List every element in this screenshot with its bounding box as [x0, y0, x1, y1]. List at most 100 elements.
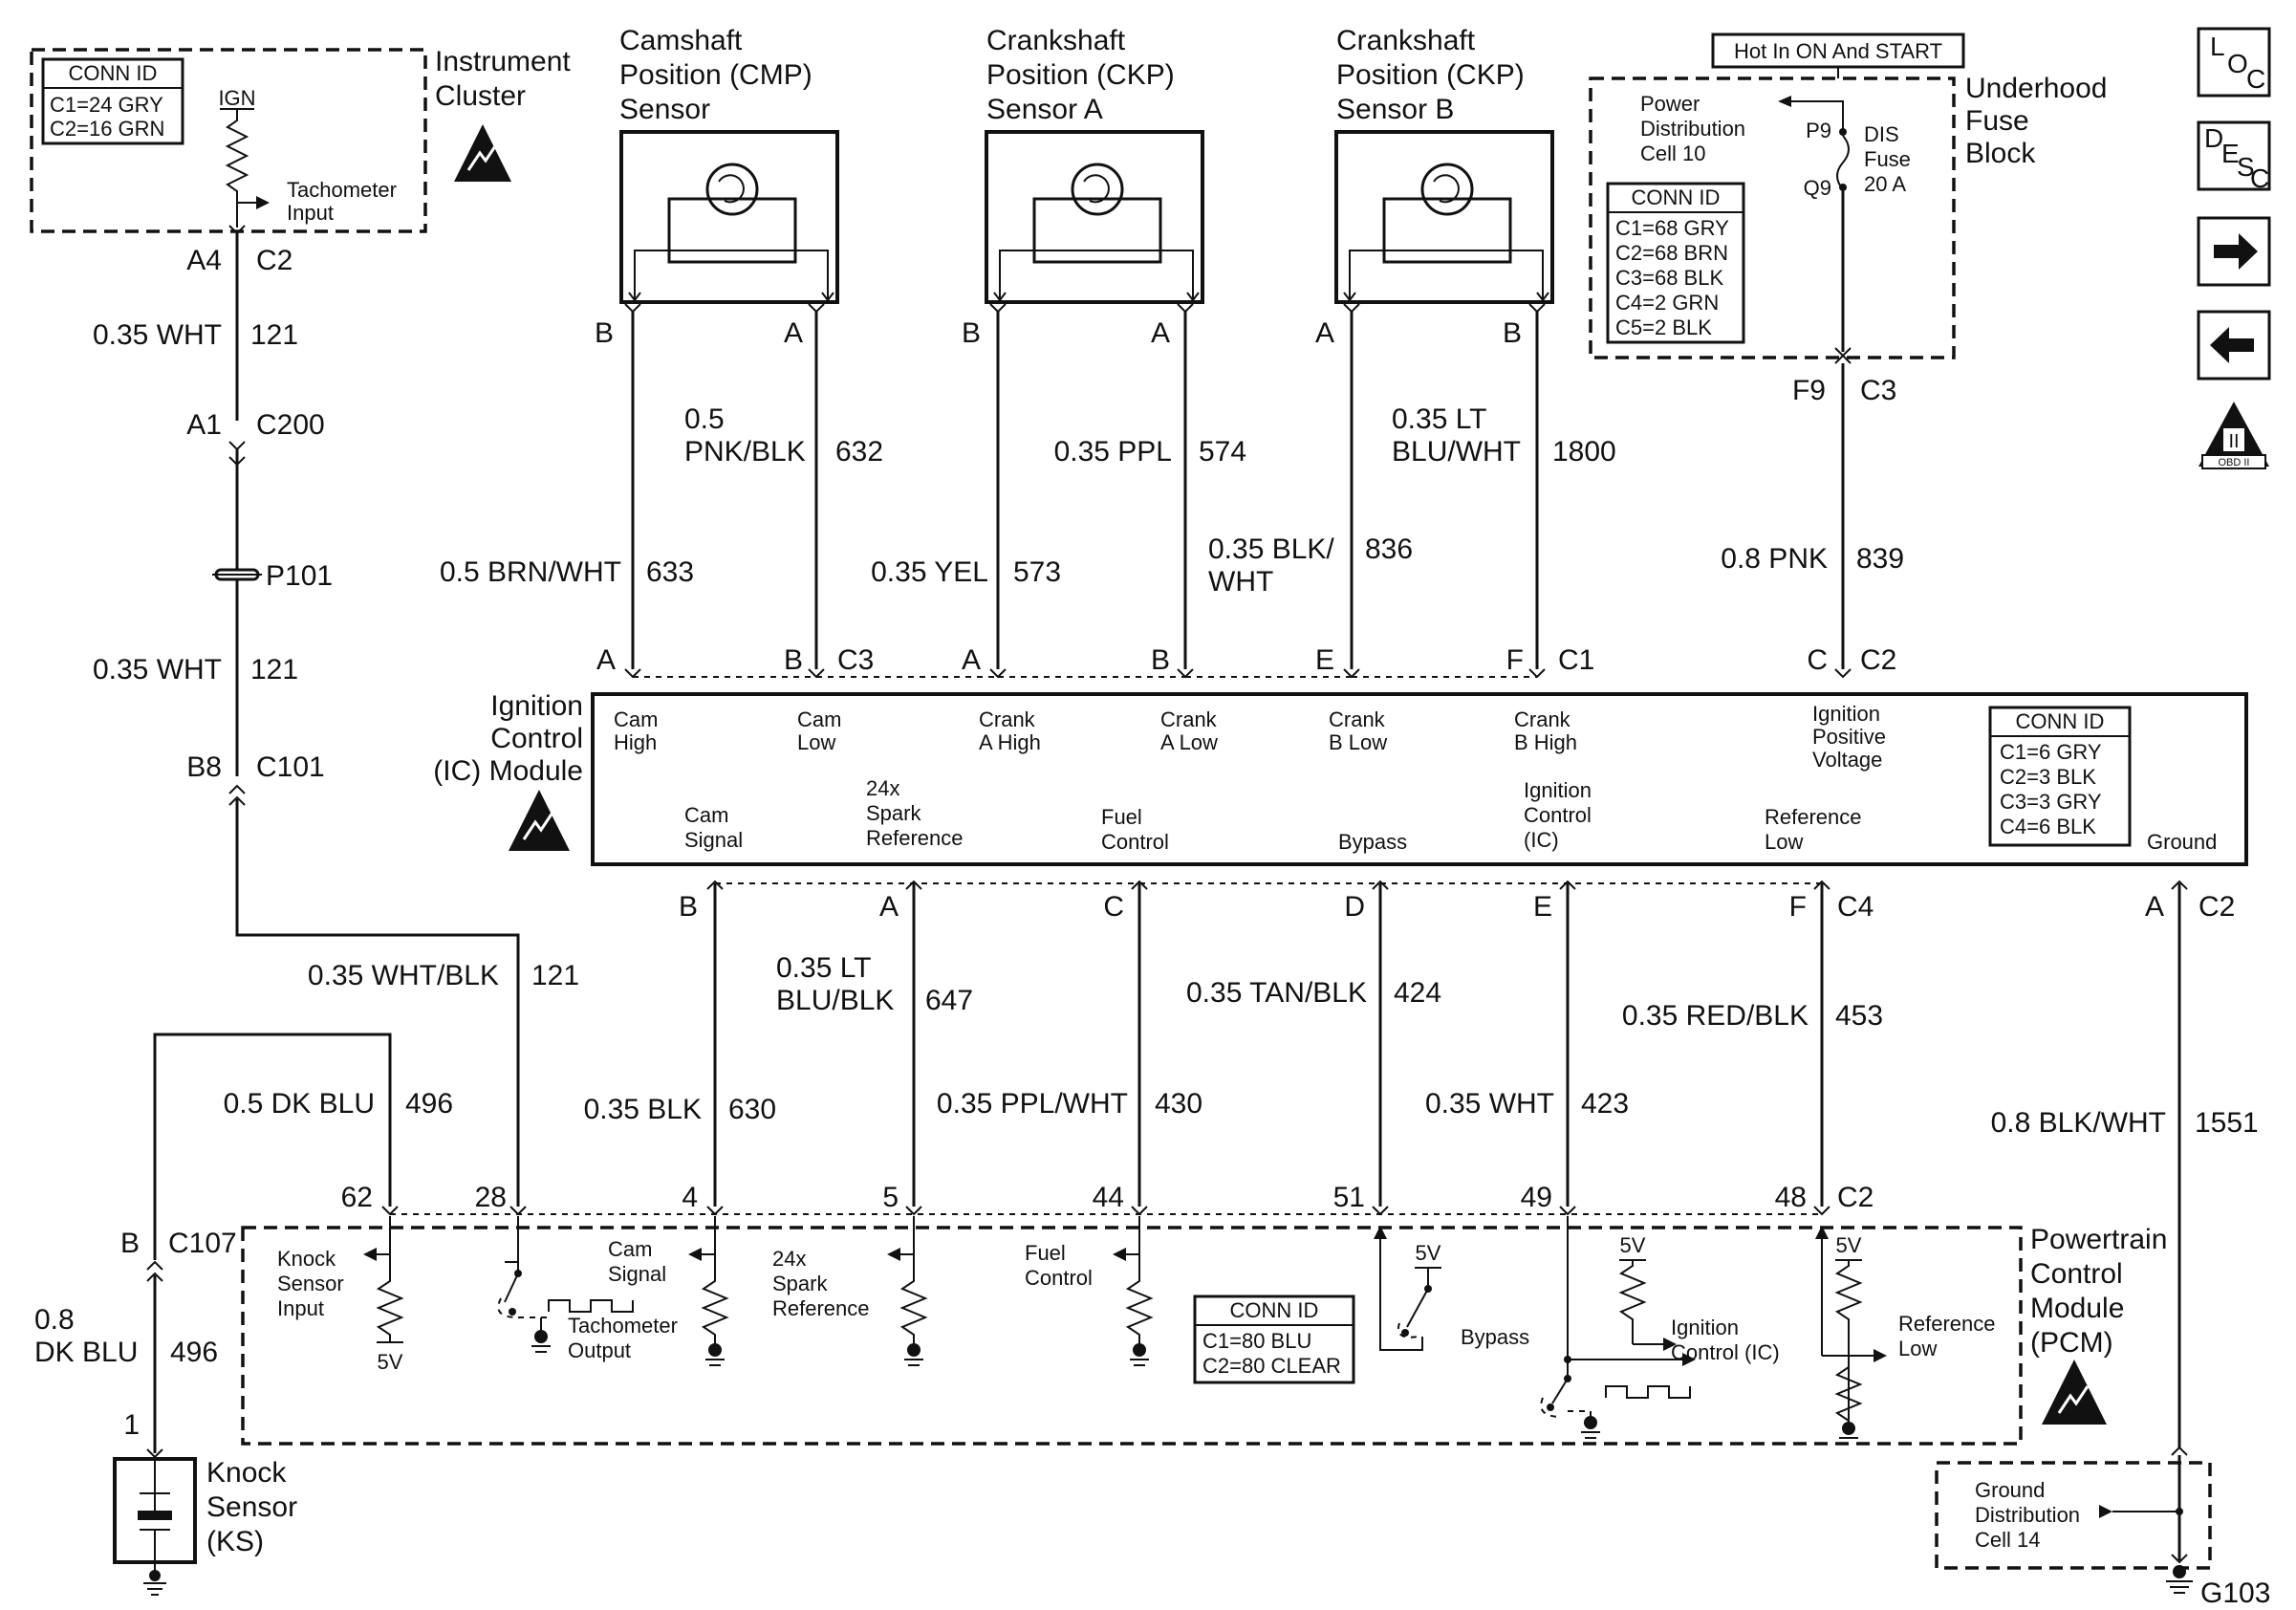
svg-text:II: II — [2228, 431, 2239, 452]
pcm-pin-label: 5 — [882, 1182, 899, 1213]
ckp-b-sensor: Crankshaft Position (CKP) Sensor B — [1334, 25, 1554, 304]
signal-arrow-icon — [2099, 1505, 2112, 1518]
circuit-number: 1800 — [1552, 436, 1616, 468]
ic-pin-label: Ground — [2147, 830, 2217, 854]
pin-label: B — [784, 644, 803, 676]
ic-pin-label: Voltage — [1812, 748, 1882, 772]
circuit-number: 423 — [1581, 1088, 1629, 1120]
pin-label: A — [1315, 317, 1334, 349]
circuit-number: 453 — [1835, 1000, 1883, 1032]
pin-label: F — [1789, 891, 1807, 923]
pulse-icon — [548, 1299, 634, 1313]
wire-gauge-label: 0.35 BLK/ — [1208, 533, 1334, 565]
connector-label: C101 — [256, 751, 325, 783]
signal-arrow-icon — [1778, 96, 1791, 107]
fuse-label: 20 A — [1864, 172, 1906, 196]
wire-gauge-label: 0.35 BLK — [584, 1094, 702, 1125]
tach-input-label: Tachometer — [287, 178, 397, 202]
resistor-icon — [376, 1272, 404, 1342]
hot-in-label: Hot In ON And START — [1734, 39, 1942, 63]
esd-icon — [509, 790, 570, 851]
fuse-icon — [1836, 135, 1850, 190]
conn-id-row: C1=24 GRY — [50, 93, 163, 117]
power-dist-label: Cell 10 — [1640, 141, 1705, 165]
ic-pin-label: Crank — [1514, 707, 1571, 731]
svg-text:O: O — [2227, 49, 2248, 78]
prev-arrow-icon[interactable] — [2197, 310, 2271, 381]
circuit-number: 630 — [728, 1094, 776, 1125]
component-title: Sensor B — [1336, 94, 1454, 125]
ic-pin-label: Cam — [684, 803, 728, 827]
ground-dist-label: Distribution — [1975, 1503, 2080, 1527]
pin-label: E — [1315, 644, 1334, 676]
conn-id-header: CONN ID — [1230, 1298, 1319, 1322]
ic-to-pcm-wires: B A C D E F C4 A C2 0.35 BLK 630 0.35 LT… — [341, 880, 2259, 1447]
pin-label: 1 — [123, 1409, 140, 1441]
pcm: Powertrain Control Module (PCM) Knock Se… — [241, 1216, 2167, 1446]
conn-id-row: C4=6 BLK — [2000, 815, 2096, 838]
component-title: Cluster — [435, 80, 526, 112]
power-dist-label: Distribution — [1640, 117, 1745, 141]
ic-pin-label: Ignition — [1812, 702, 1880, 726]
ic-pin-label: Control — [1101, 830, 1169, 854]
connector-label: C3 — [1860, 375, 1896, 406]
ic-pin-label: Spark — [866, 801, 921, 825]
pin-label: A — [1151, 317, 1170, 349]
circuit-number: 647 — [925, 985, 973, 1016]
esd-icon — [454, 124, 511, 182]
pin-label: F9 — [1792, 375, 1826, 406]
circuit-number: 496 — [170, 1337, 218, 1368]
connector-label: C1 — [1558, 644, 1594, 676]
pcm-pin-label: 28 — [475, 1182, 507, 1213]
pin-label: A — [784, 317, 803, 349]
component-title: Knock — [206, 1457, 287, 1489]
fuse-label: DIS — [1864, 122, 1899, 146]
pcm-pin-label: 44 — [1093, 1182, 1124, 1213]
circuit-number: 496 — [405, 1088, 453, 1120]
component-title: Control — [490, 723, 583, 754]
component-title: Sensor — [619, 94, 710, 125]
resistor-icon — [701, 1272, 729, 1346]
ground-dist-label: Ground — [1975, 1478, 2045, 1502]
ic-pin-label: Crank — [1160, 707, 1218, 731]
five-volt-label: 5V — [378, 1350, 403, 1374]
connector-label: C3 — [837, 644, 874, 676]
connector-label: C2 — [1860, 644, 1896, 676]
pin-label: A — [879, 891, 899, 923]
sensor-wires: B A 0.5 PNK/BLK 632 0.5 BRN/WHT 633 A B … — [440, 303, 1616, 679]
connector-label: C107 — [168, 1228, 237, 1259]
pin-label: P9 — [1806, 119, 1831, 142]
component-title: Crankshaft — [1336, 25, 1476, 56]
pulse-icon — [1605, 1385, 1691, 1399]
svg-text:D: D — [2204, 123, 2223, 153]
five-volt-label: 5V — [1416, 1241, 1441, 1265]
tach-circuit: A4 C2 0.35 WHT 121 A1 C200 P101 0.35 WHT… — [93, 225, 579, 1207]
component-title: Module — [2030, 1293, 2124, 1324]
conn-id-header: CONN ID — [2016, 709, 2105, 733]
connector-label: C4 — [1837, 891, 1874, 923]
circuit-number: 836 — [1365, 533, 1413, 565]
ic-pin-label: Cam — [797, 707, 841, 731]
pin-label: D — [1344, 891, 1365, 923]
pin-label: A4 — [186, 245, 222, 276]
component-title: Position (CKP) — [986, 59, 1175, 91]
pcm-pin-label: 4 — [682, 1182, 698, 1213]
reluctor-wheel-icon — [1071, 163, 1124, 216]
wire-gauge-label: PNK/BLK — [684, 436, 806, 468]
five-volt-label: 5V — [1620, 1233, 1646, 1257]
ic-pin-label: B High — [1514, 730, 1577, 754]
ic-pin-label: Ignition — [1524, 778, 1592, 802]
pin-label: Q9 — [1804, 176, 1831, 200]
pcm-circuit-label: Input — [277, 1296, 324, 1320]
pin-label: B — [1151, 644, 1170, 676]
ic-pin-label: High — [614, 730, 657, 754]
conn-id-header: CONN ID — [1632, 185, 1721, 209]
wire-gauge-label: 0.35 WHT — [93, 319, 222, 351]
ic-pin-label: Cam — [614, 707, 658, 731]
next-arrow-icon[interactable] — [2197, 216, 2271, 287]
circuit-number: 121 — [250, 319, 298, 351]
component-title: Position (CKP) — [1336, 59, 1525, 91]
wire-gauge-label: BLU/WHT — [1392, 436, 1521, 468]
conn-id-row: C3=3 GRY — [2000, 790, 2102, 814]
component-title: Sensor — [206, 1491, 297, 1523]
